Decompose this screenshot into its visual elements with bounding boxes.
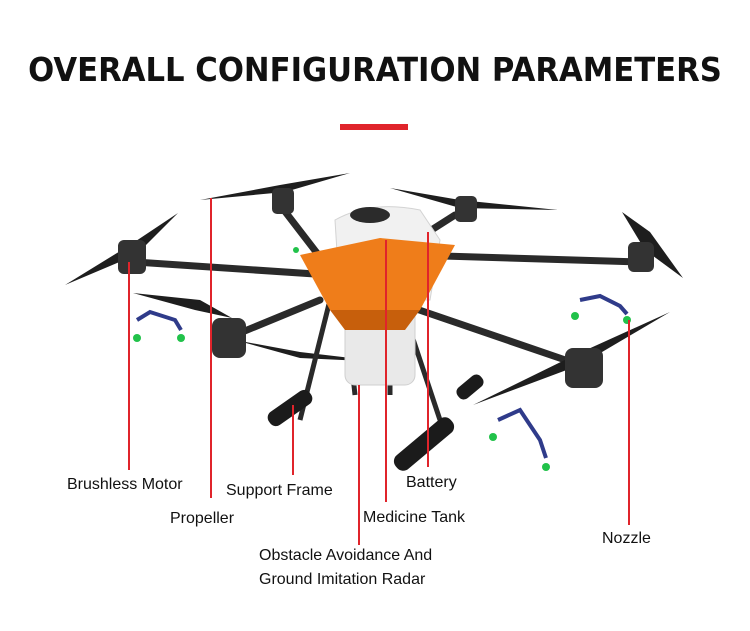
leader-radar: [358, 385, 360, 545]
label-battery: Battery: [406, 474, 457, 491]
leader-battery: [427, 232, 429, 467]
leader-support-frame: [292, 405, 294, 475]
label-brushless-motor: Brushless Motor: [67, 476, 183, 493]
leader-brushless-motor: [128, 262, 130, 470]
label-radar-line2: Ground Imitation Radar: [259, 571, 426, 588]
leader-medicine-tank: [385, 240, 387, 502]
label-medicine-tank: Medicine Tank: [363, 509, 465, 526]
title-underline: [340, 124, 408, 130]
label-propeller: Propeller: [170, 510, 235, 527]
leader-propeller: [210, 198, 212, 498]
label-support-frame: Support Frame: [226, 482, 333, 499]
page-title: OVERALL CONFIGURATION PARAMETERS: [28, 50, 722, 89]
label-nozzle: Nozzle: [602, 530, 651, 547]
leader-nozzle: [628, 320, 630, 525]
label-radar-line1: Obstacle Avoidance And: [259, 547, 433, 564]
